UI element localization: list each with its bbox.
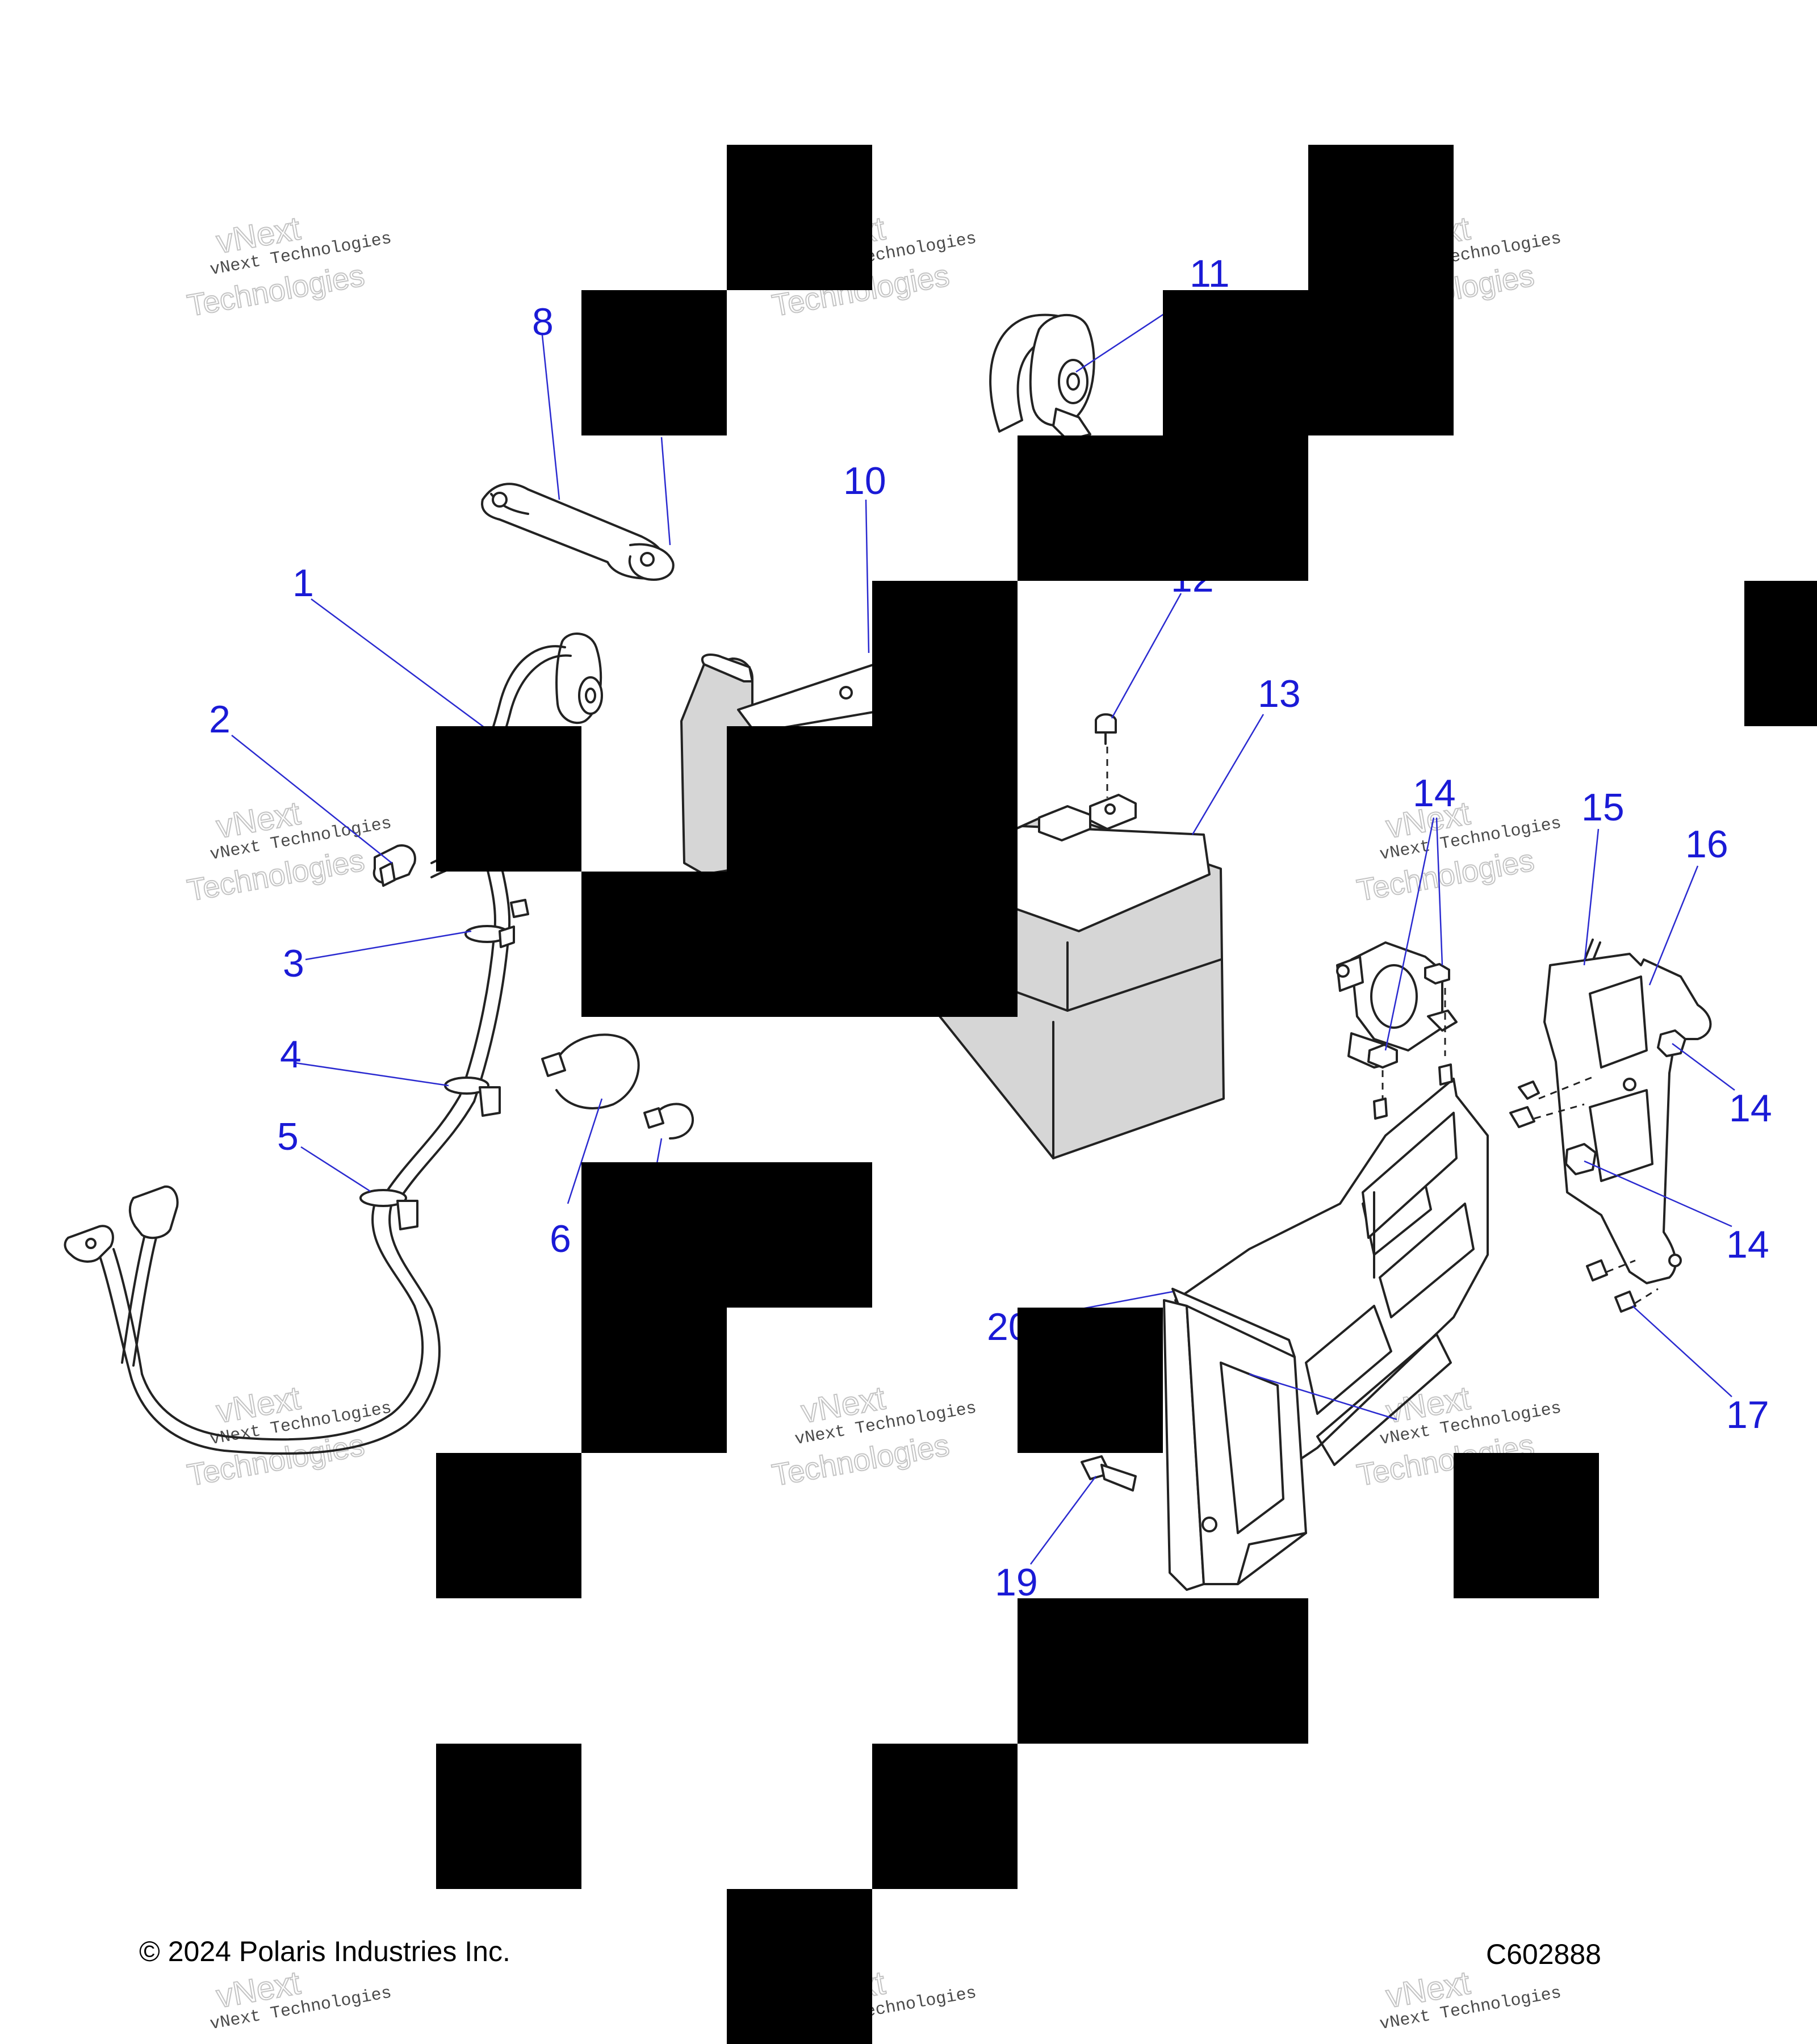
small-bolt [1509, 1075, 1596, 1128]
watermark: vNext vNext Technologies Technologies [769, 1379, 978, 1493]
solenoid-nut [1367, 1044, 1398, 1069]
terminal-bolt [1095, 713, 1117, 798]
callout-1: 1 [292, 562, 314, 605]
callout-5: 5 [277, 1115, 299, 1158]
callout-4: 4 [280, 1033, 302, 1076]
callout-10: 10 [843, 459, 886, 502]
battery-mount-bracket [1163, 1063, 1489, 1591]
watermark: vNext vNext Technologies Technologies [1354, 1379, 1563, 1493]
hold-down-strap [481, 483, 675, 581]
redaction-blocks [436, 145, 1817, 2044]
callout-15: 15 [1581, 786, 1625, 829]
callout-14: 14 [1726, 1223, 1769, 1266]
starter-solenoid [1336, 941, 1458, 1069]
shoulder-bolt [1081, 1455, 1137, 1492]
callout-11: 11 [1190, 252, 1230, 295]
cable-clip [372, 844, 416, 887]
cable-clamp-upper [464, 925, 515, 948]
plate-nut [1657, 1029, 1686, 1057]
callout-8: 8 [532, 300, 554, 344]
leader-lines [231, 294, 1735, 1565]
callout-3: 3 [283, 942, 304, 985]
watermark: vNext vNext Technologies Technologies [184, 794, 393, 908]
callout-16: 16 [1685, 823, 1728, 866]
solenoid-nut [1424, 963, 1450, 985]
callout-17: 17 [1726, 1393, 1769, 1436]
mounting-bolt [1586, 1259, 1659, 1313]
cable-clamp-middle [444, 1077, 501, 1117]
side-mounting-plate [1543, 953, 1712, 1284]
watermark: vNext vNext Technologies Technologies [184, 209, 393, 323]
callout-14: 14 [1729, 1087, 1772, 1130]
cable-tie-small [643, 1103, 694, 1140]
callout-13: 13 [1258, 672, 1301, 715]
plate-nut [1565, 1143, 1597, 1175]
callout-14: 14 [1413, 772, 1456, 815]
cable-clamp-lower [359, 1189, 418, 1230]
cable-tie-large [541, 1033, 640, 1109]
watermark: vNext vNext Technologies Technologies [1354, 794, 1563, 908]
callout-19: 19 [995, 1561, 1038, 1604]
drawing-number: C602888 [1486, 1938, 1601, 1970]
callout-6: 6 [550, 1217, 571, 1260]
terminal-boot-cover [989, 313, 1095, 441]
callout-2: 2 [209, 698, 231, 741]
copyright-notice: © 2024 Polaris Industries Inc. [139, 1936, 510, 1967]
